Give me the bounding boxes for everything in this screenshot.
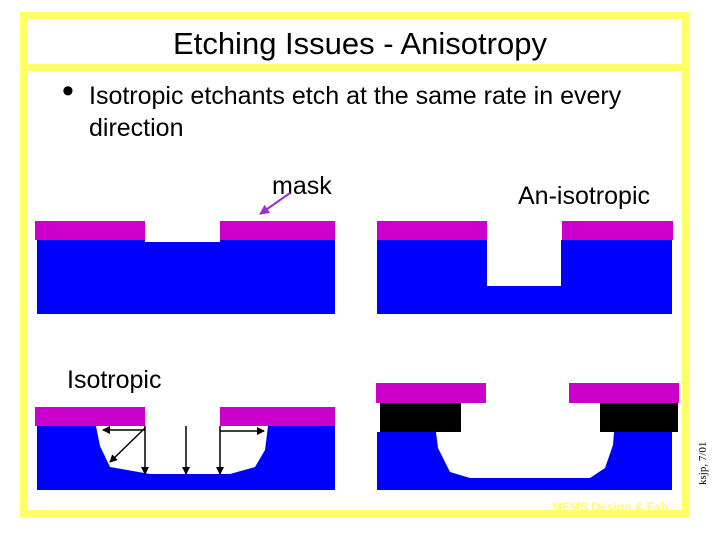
mask-1-right bbox=[220, 221, 335, 240]
label-mask: mask bbox=[272, 172, 332, 200]
label-anisotropic: An-isotropic bbox=[518, 182, 650, 210]
diagram-initial bbox=[35, 192, 335, 314]
side-note: ksjp, 7/01 bbox=[697, 441, 709, 485]
mask-3-left bbox=[35, 407, 145, 426]
mask-2-right bbox=[562, 221, 673, 240]
slide-frame bbox=[20, 12, 689, 517]
bullet-dot: • bbox=[62, 72, 74, 110]
title-rule bbox=[20, 64, 689, 71]
substrate-4 bbox=[377, 432, 672, 490]
arrow-diag-left bbox=[109, 427, 146, 463]
substrate-1 bbox=[37, 240, 335, 314]
mask-4-right bbox=[569, 383, 679, 403]
label-isotropic: Isotropic bbox=[67, 366, 162, 394]
diagram-isotropic bbox=[35, 407, 335, 490]
mask-pointer-arrow bbox=[259, 192, 291, 215]
black-layer-right bbox=[600, 403, 678, 432]
slide-title: Etching Issues - Anisotropy bbox=[173, 26, 547, 61]
diagram-undercut bbox=[376, 383, 679, 490]
gap-1 bbox=[145, 236, 220, 242]
footer-text: MEMS Design & Fab bbox=[552, 500, 669, 514]
mask-4-left bbox=[376, 383, 486, 403]
mask-2-left bbox=[377, 221, 487, 240]
mask-3-right bbox=[220, 407, 335, 426]
substrate-2 bbox=[377, 240, 672, 314]
substrate-3 bbox=[37, 426, 335, 490]
diagram-anisotropic bbox=[377, 221, 673, 314]
bullet-text: Isotropic etchants etch at the same rate… bbox=[89, 82, 622, 142]
mask-1-left bbox=[35, 221, 145, 240]
black-layer-left bbox=[380, 403, 461, 432]
